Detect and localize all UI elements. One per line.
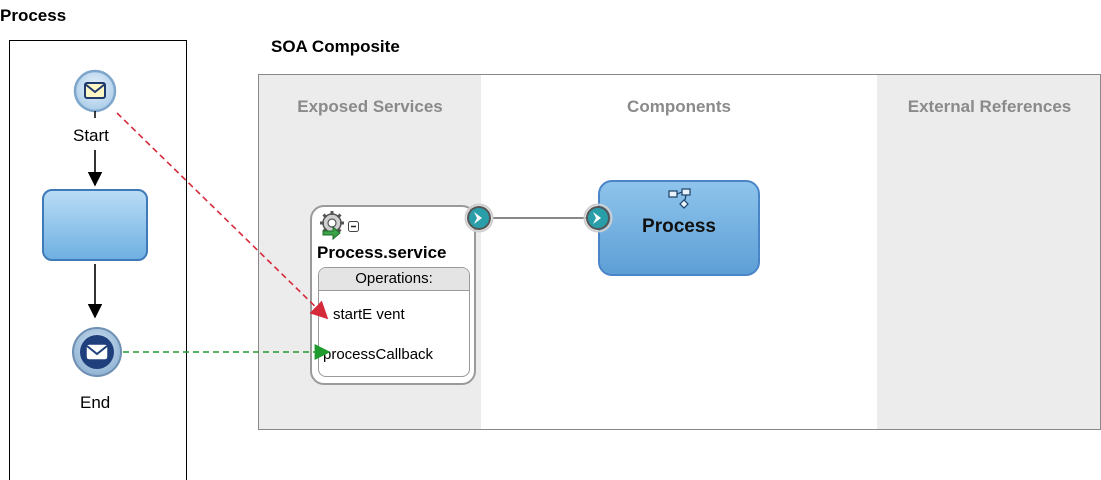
process-component[interactable]: Process — [598, 180, 760, 276]
envelope-icon — [86, 344, 108, 360]
service-port-icon[interactable] — [464, 203, 494, 233]
start-event[interactable] — [73, 69, 117, 113]
operation-start-event[interactable]: startE vent — [333, 306, 405, 323]
exposed-services-label: Exposed Services — [297, 97, 443, 116]
bpel-process-icon — [668, 188, 691, 209]
diagram-overlay — [72, 69, 613, 377]
service-name: Process.service — [317, 243, 447, 262]
operation-process-callback[interactable]: processCallback — [323, 346, 434, 363]
collapse-icon[interactable] — [348, 221, 360, 233]
process-service[interactable]: Process.service Operations: startE vent … — [310, 205, 476, 385]
process-component-name: Process — [642, 216, 716, 237]
envelope-icon — [84, 82, 106, 99]
components-label: Components — [627, 97, 731, 116]
external-references-zone: External References — [877, 75, 1100, 429]
operations-header: Operations: — [319, 268, 469, 291]
gear-icon — [320, 211, 344, 241]
component-port-icon[interactable] — [583, 203, 613, 233]
process-panel-title: Process — [0, 6, 67, 25]
composite-title: SOA Composite — [271, 37, 400, 56]
end-event[interactable] — [72, 327, 122, 377]
process-task[interactable] — [42, 189, 148, 261]
external-references-label: External References — [907, 97, 1072, 116]
start-event-label: Start — [73, 126, 109, 145]
end-event-label: End — [80, 393, 111, 412]
operations-list: Operations: startE vent processCallback — [318, 267, 470, 377]
start-to-startevent-link — [116, 112, 329, 320]
